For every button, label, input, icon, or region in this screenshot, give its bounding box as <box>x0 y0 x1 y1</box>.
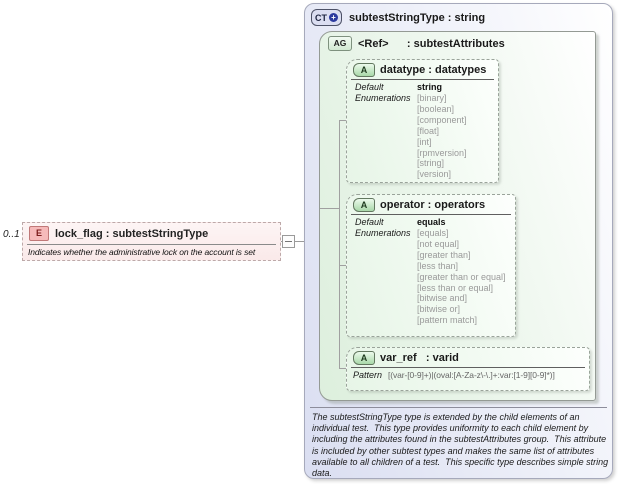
element-title: lock_flag : subtestStringType <box>55 227 209 240</box>
tree-connector-line <box>339 265 347 266</box>
attribute-header: A var_ref : varid <box>347 348 589 365</box>
element-node-lock-flag[interactable]: E lock_flag : subtestStringType Indicate… <box>22 222 281 261</box>
element-icon: E <box>29 226 49 241</box>
default-label: Default <box>355 82 384 92</box>
attribute-title: operator : operators <box>380 199 486 211</box>
tree-connector-line <box>320 208 340 209</box>
complex-type-icon: CT + <box>311 9 342 26</box>
enumeration-value: [binary] <box>417 93 447 103</box>
enumeration-value: [version] <box>417 169 452 180</box>
enumeration-value: [bitwise and] <box>417 293 468 304</box>
default-value: equals <box>417 217 446 227</box>
attribute-icon: A <box>353 351 375 365</box>
enumeration-value: [float] <box>417 125 440 136</box>
minus-icon <box>285 241 292 242</box>
attribute-title: var_ref : varid <box>380 352 459 364</box>
element-header: E lock_flag : subtestStringType <box>23 223 280 241</box>
pattern-label: Pattern <box>353 370 383 380</box>
enumeration-value: [bitwise or] <box>417 304 461 315</box>
tree-connector-line <box>339 120 340 369</box>
collapse-toggle-icon[interactable] <box>282 235 295 248</box>
attribute-node-operator[interactable]: A operator : operators Default Enumerati… <box>346 194 516 337</box>
complex-type-header: CT + subtestStringType : string <box>305 4 612 26</box>
default-label: Default <box>355 217 384 227</box>
element-divider <box>27 244 276 245</box>
type-annotation-text: The subtestStringType type is extended b… <box>312 412 611 479</box>
enumeration-value: [component] <box>417 114 467 125</box>
enumeration-value: [pattern match] <box>417 315 478 326</box>
attribute-facets: Pattern [(var-[0-9]+)|(oval:[A-Za-z\-\.]… <box>347 370 589 380</box>
enumeration-list: [binary][boolean][component][float][int]… <box>417 93 498 180</box>
enumeration-value: [less than] <box>417 260 459 271</box>
element-type-connector-line <box>281 241 309 242</box>
complex-type-title: subtestStringType : string <box>349 11 486 24</box>
enumerations-label: Enumerations <box>355 93 411 103</box>
multiplicity-label: 0..1 <box>3 229 20 240</box>
annotation-divider <box>310 407 607 408</box>
enumeration-value: [int] <box>417 136 432 147</box>
attribute-divider <box>351 367 585 368</box>
attribute-divider <box>351 214 511 215</box>
attribute-group-title: <Ref> : subtestAttributes <box>358 37 505 50</box>
attribute-facets: Default Enumerations string [binary][boo… <box>347 82 498 180</box>
complex-type-icon-label: CT <box>315 12 327 23</box>
enumeration-value: [less than or equal] <box>417 282 494 293</box>
enumeration-value: [equals] <box>417 228 449 238</box>
enumeration-list: [equals][not equal][greater than][less t… <box>417 228 515 326</box>
attribute-header: A datatype : datatypes <box>347 60 498 77</box>
attribute-divider <box>351 79 494 80</box>
attribute-header: A operator : operators <box>347 195 515 212</box>
tree-connector-line <box>339 368 347 369</box>
expand-plus-icon[interactable]: + <box>329 13 338 22</box>
attribute-facets: Default Enumerations equals [equals][not… <box>347 217 515 326</box>
pattern-value: [(var-[0-9]+)|(oval:[A-Za-z\-\.]+:var:[1… <box>388 370 555 380</box>
attribute-node-var-ref[interactable]: A var_ref : varid Pattern [(var-[0-9]+)|… <box>346 347 590 391</box>
attribute-title: datatype : datatypes <box>380 64 487 76</box>
enumeration-value: [boolean] <box>417 103 455 114</box>
element-description: Indicates whether the administrative loc… <box>28 247 256 257</box>
enumeration-value: [greater than] <box>417 249 471 260</box>
complex-type-node[interactable]: CT + subtestStringType : string AG <Ref>… <box>304 3 613 479</box>
attribute-group-header: AG <Ref> : subtestAttributes <box>320 32 595 51</box>
enumeration-value: [string] <box>417 158 445 169</box>
default-value: string <box>417 82 443 92</box>
enumeration-value: [not equal] <box>417 238 460 249</box>
attribute-node-datatype[interactable]: A datatype : datatypes Default Enumerati… <box>346 59 499 183</box>
tree-connector-line <box>339 120 347 121</box>
enumeration-value: [rpmversion] <box>417 147 467 158</box>
enumeration-value: [greater than or equal] <box>417 271 506 282</box>
attribute-icon: A <box>353 198 375 212</box>
attribute-group-node[interactable]: AG <Ref> : subtestAttributes A datatype … <box>319 31 596 401</box>
enumerations-label: Enumerations <box>355 228 411 238</box>
attribute-icon: A <box>353 63 375 77</box>
attribute-group-icon: AG <box>328 36 352 51</box>
